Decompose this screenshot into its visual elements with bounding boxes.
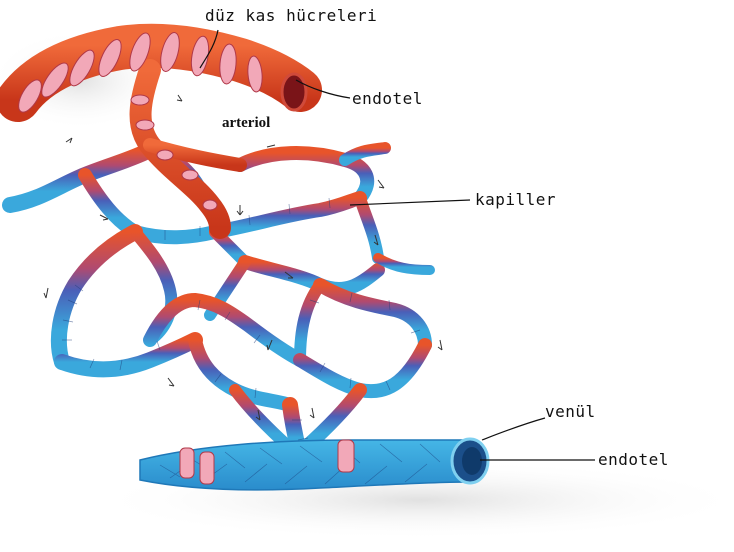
label-smooth-muscle-cells: düz kas hücreleri bbox=[205, 6, 377, 25]
label-arteriole: arteriol bbox=[222, 115, 270, 132]
venule bbox=[140, 439, 488, 490]
arteriole-lumen bbox=[282, 74, 306, 110]
label-endothelium-top: endotel bbox=[352, 89, 423, 108]
label-capillaries: kapiller bbox=[475, 190, 556, 209]
label-endothelium-bottom: endotel bbox=[598, 450, 669, 469]
label-venule: venül bbox=[545, 402, 596, 421]
capillary-network bbox=[10, 148, 430, 448]
